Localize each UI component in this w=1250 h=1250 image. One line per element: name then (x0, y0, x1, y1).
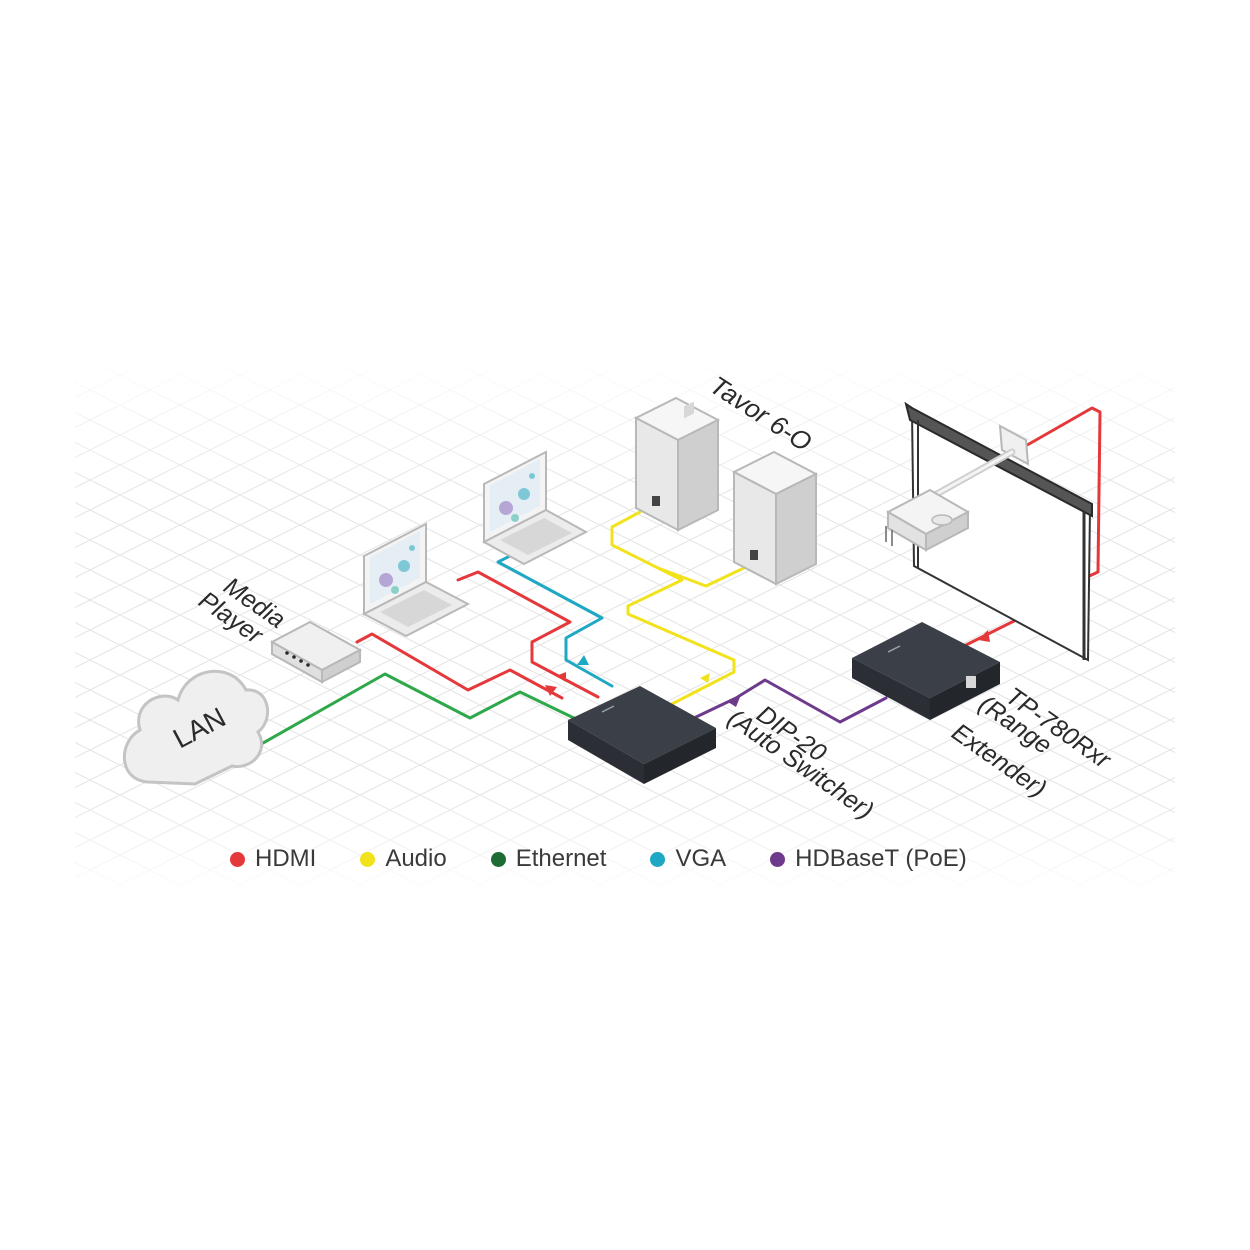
arrow-audio (700, 673, 710, 683)
speaker-2 (731, 450, 819, 586)
legend-item-vga: VGA (650, 845, 726, 873)
legend-dot-audio (360, 851, 376, 867)
arrow-hdmi-1 (545, 685, 557, 696)
vga-cable-laptop-2 (496, 550, 614, 688)
legend-label-hdmi: HDMI (255, 845, 317, 872)
legend-label-ethernet: Ethernet (515, 845, 607, 872)
legend-item-hdmi: HDMI (230, 845, 316, 873)
cable-arrows (545, 630, 990, 707)
arrow-hdmi-projector (978, 630, 990, 642)
arrow-vga (577, 655, 589, 665)
laptop-2 (481, 450, 589, 566)
legend-label-audio: Audio (385, 845, 447, 872)
arrow-hdbaset (728, 697, 740, 707)
legend-dot-hdbaset (770, 851, 786, 867)
legend-label-hdbaset: HDBaseT (PoE) (795, 845, 967, 872)
dip-20-switcher (568, 401, 716, 784)
lan-cloud (123, 669, 269, 786)
laptop-1 (361, 522, 471, 638)
audio-cable-speakers (610, 510, 736, 708)
hdbaset-cable (692, 678, 888, 724)
hdmi-cable-media-player (355, 632, 564, 700)
legend-label-vga: VGA (675, 845, 727, 872)
legend-item-hdbaset: HDBaseT (PoE) (770, 845, 967, 873)
arrow-hdmi-2 (556, 672, 566, 682)
legend-item-ethernet: Ethernet (490, 845, 607, 873)
legend-item-audio: Audio (360, 845, 447, 873)
tp-780rxr-extender (852, 622, 1000, 720)
speaker-1 (633, 396, 721, 532)
media-player-device (269, 620, 363, 684)
legend-dot-vga (650, 851, 666, 867)
audio-cable-speaker-2 (656, 564, 750, 588)
projector (885, 424, 1030, 552)
legend-dot-hdmi (230, 851, 245, 867)
cable-legend: HDMI Audio Ethernet VGA HDBaseT (PoE) (230, 842, 1050, 876)
hdmi-cable-laptop-1 (456, 570, 600, 699)
legend-dot-ethernet (490, 851, 506, 867)
